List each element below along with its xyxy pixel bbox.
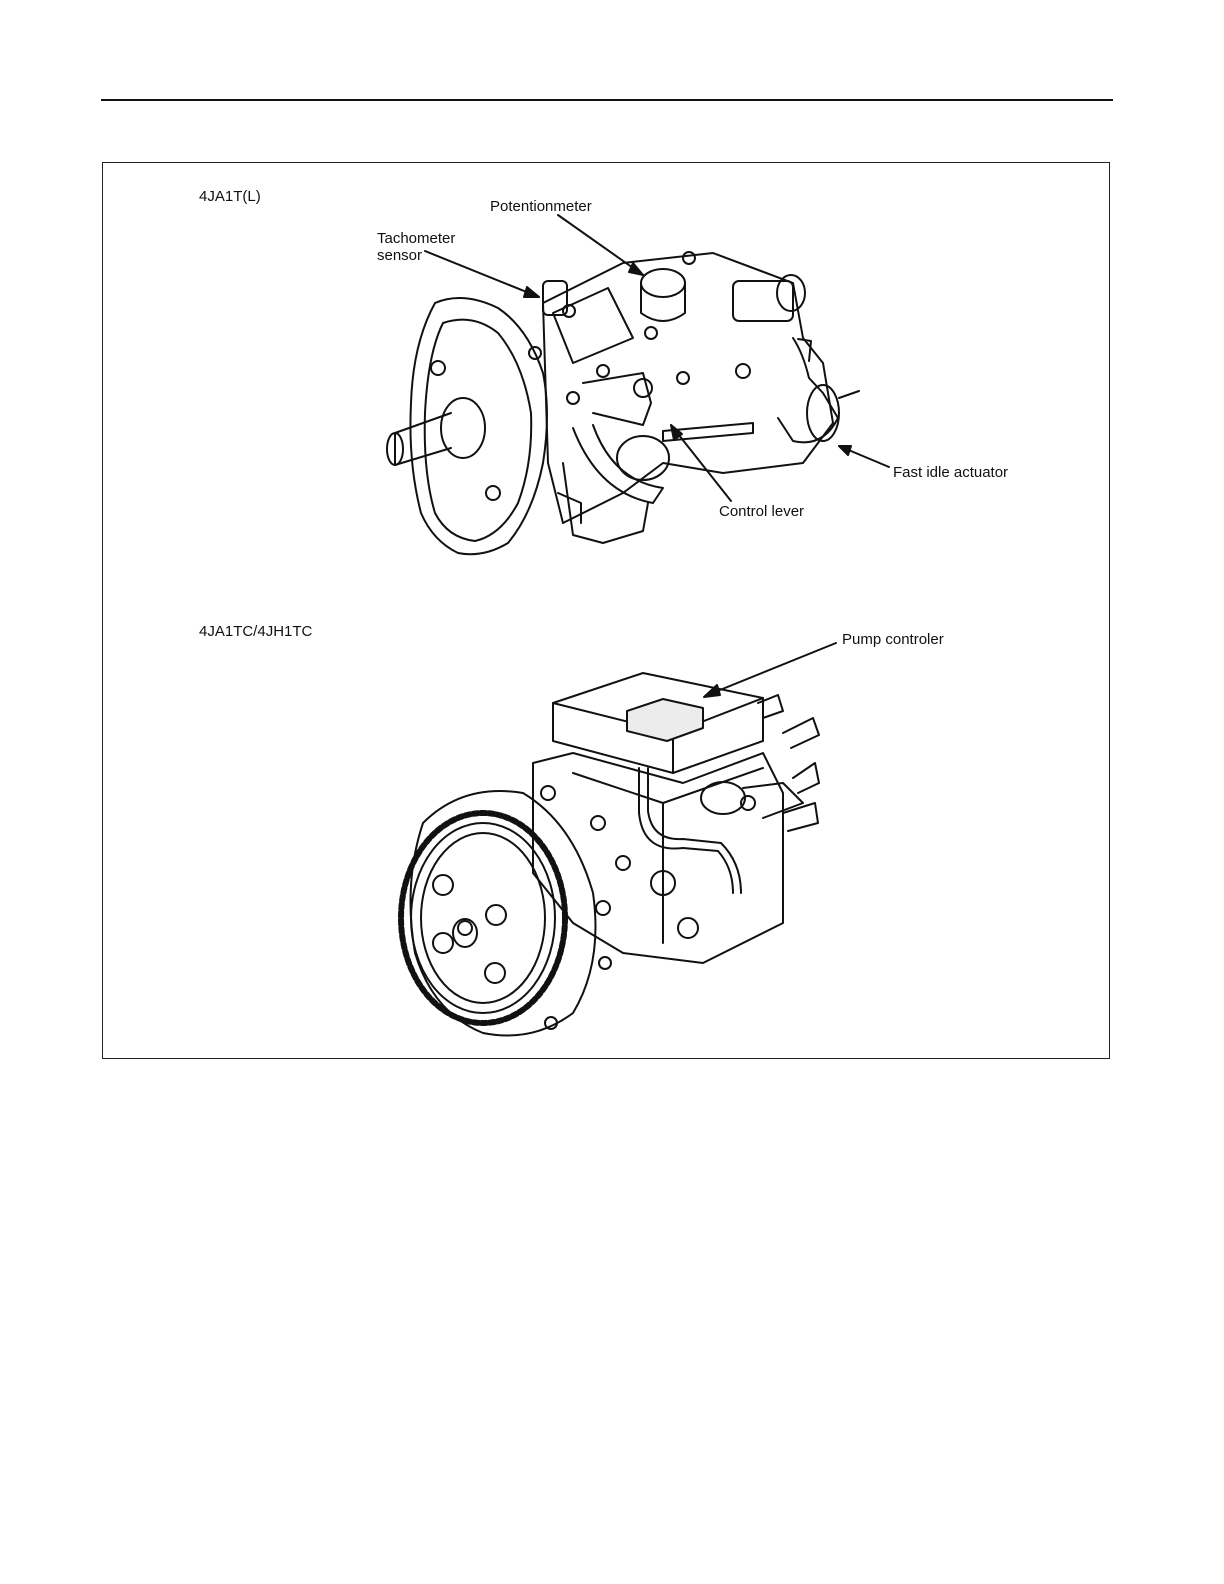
header-rule (101, 99, 1113, 101)
gear-hole (433, 933, 453, 953)
outlet-fitting (743, 783, 803, 818)
bolt (599, 957, 611, 969)
hose-nipple (783, 718, 819, 748)
lower-pump-illustration (103, 163, 1111, 1060)
outlet-fitting (701, 782, 745, 814)
bolt (616, 856, 630, 870)
pump-controller-leader (715, 643, 836, 692)
gear-hole (485, 963, 505, 983)
port (678, 918, 698, 938)
controller-cover-plate (627, 699, 703, 741)
gear-hole (433, 875, 453, 895)
gear-hole (486, 905, 506, 925)
drive-gear (401, 813, 565, 1023)
bolt (591, 816, 605, 830)
figure-frame: 4JA1T(L) Potentionmeter Tachometer senso… (102, 162, 1110, 1059)
bolt (596, 901, 610, 915)
body-edge (663, 768, 763, 803)
gear-nut (458, 921, 472, 935)
hose-nipple (793, 763, 819, 793)
fuel-pipe (648, 768, 741, 893)
bolt (541, 786, 555, 800)
hose-nipple (783, 803, 818, 831)
gear-hub (453, 919, 477, 947)
pump-body (533, 753, 783, 963)
fuel-pipe (639, 768, 733, 893)
